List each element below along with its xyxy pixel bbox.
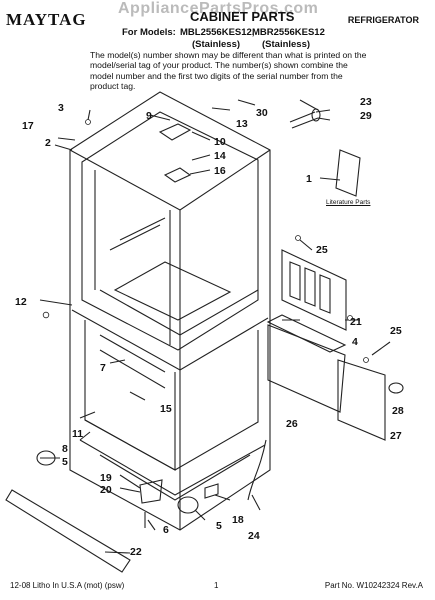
callout-10: 10 — [214, 136, 226, 148]
category-label: REFRIGERATOR — [347, 15, 419, 25]
callout-16: 16 — [214, 165, 226, 177]
callout-25a: 25 — [316, 244, 328, 256]
callout-27: 27 — [390, 430, 402, 442]
callout-3: 3 — [58, 102, 64, 114]
model-2: MBR2556KES12 — [252, 27, 325, 38]
footer-page: 1 — [214, 581, 219, 590]
callout-29: 29 — [360, 110, 372, 122]
callout-30: 30 — [256, 107, 268, 119]
callout-20: 20 — [100, 484, 112, 496]
page-title: CABINET PARTS — [190, 9, 295, 24]
callout-11: 11 — [72, 428, 84, 440]
model-1-color: (Stainless) — [192, 39, 241, 50]
callout-17: 17 — [22, 120, 34, 132]
model-note: The model(s) number shown may be differe… — [90, 50, 367, 92]
callout-18: 18 — [232, 514, 244, 526]
callout-4: 4 — [352, 336, 358, 348]
callout-21: 21 — [350, 316, 362, 328]
callout-2: 2 — [45, 137, 51, 149]
callout-6: 6 — [163, 524, 169, 536]
callout-23: 23 — [360, 96, 372, 108]
callout-15: 15 — [160, 403, 172, 415]
callout-28: 28 — [392, 405, 404, 417]
callout-5a: 5 — [62, 456, 68, 468]
callout-9: 9 — [146, 110, 152, 122]
callout-19: 19 — [100, 472, 112, 484]
models-prefix: For Models: — [122, 27, 176, 38]
callout-5b: 5 — [216, 520, 222, 532]
callout-7: 7 — [100, 362, 106, 374]
watermark: AppliancePartsPros.com — [118, 0, 319, 17]
callout-8: 8 — [62, 443, 68, 455]
callout-1: 1 — [306, 173, 312, 185]
callout-13: 13 — [236, 118, 248, 130]
model-1: MBL2556KES12, — [180, 27, 255, 38]
callout-25b: 25 — [390, 325, 402, 337]
footer-litho: 12-08 Litho In U.S.A (mot) (psw) — [10, 581, 125, 590]
model-2-color: (Stainless) — [262, 39, 311, 50]
callout-14: 14 — [214, 150, 226, 162]
callout-22: 22 — [130, 546, 142, 558]
brand-logo: MAYTAG — [6, 10, 87, 29]
footer-part-number: Part No. W10242324 Rev.A — [324, 581, 423, 590]
callout-24: 24 — [248, 530, 260, 542]
literature-label: Literature Parts — [326, 199, 371, 206]
callout-12: 12 — [15, 296, 27, 308]
callout-26: 26 — [286, 418, 298, 430]
